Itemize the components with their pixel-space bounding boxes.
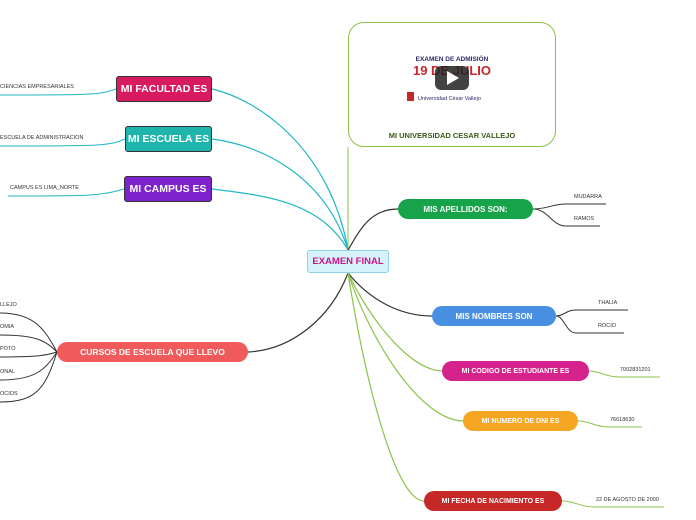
leaf-facultad[interactable]: CIENCIAS EMPRESARIALES — [0, 84, 74, 90]
connector-nombres — [347, 272, 433, 317]
connector-facultad-leaf — [0, 88, 117, 96]
nombres-leaf-connectors — [555, 309, 628, 334]
connector-escuela-leaf — [0, 138, 126, 147]
leaf-nombre-1[interactable]: THALIA — [598, 300, 618, 306]
leaf-apellido-2[interactable]: RAMOS — [574, 216, 595, 222]
node-mi-facultad[interactable]: MI FACULTAD ES — [116, 76, 212, 102]
nacimiento-leaf-connector — [561, 500, 664, 508]
leaf-curso-4[interactable]: ONAL — [0, 369, 15, 375]
play-icon — [435, 66, 469, 90]
connector-campus-leaf — [7, 188, 125, 197]
leaf-dni[interactable]: 76618630 — [610, 417, 635, 423]
apellidos-leaf-connectors — [532, 203, 606, 227]
thumb-logo-text: Universidad César Vallejo — [418, 96, 481, 102]
leaf-escuela[interactable]: ESCUELA DE ADMINISTRACION — [0, 135, 84, 141]
node-mi-escuela[interactable]: MI ESCUELA ES — [125, 126, 212, 152]
connector-cursos — [247, 272, 349, 353]
thumb-title: EXAMEN DE ADMISIÓN — [416, 54, 489, 63]
media-caption: MI UNIVERSIDAD CESAR VALLEJO — [388, 131, 516, 140]
leaf-campus[interactable]: CAMPUS ES LIMA_NORTE — [10, 185, 79, 191]
video-thumbnail[interactable]: EXAMEN DE ADMISIÓN 19 DE JULIO Universid… — [402, 52, 502, 108]
university-logo-icon — [407, 92, 414, 101]
central-topic[interactable]: EXAMEN FINAL — [307, 250, 389, 273]
connector-campus — [211, 188, 349, 251]
leaf-curso-5[interactable]: OCIOS — [0, 391, 18, 397]
node-cursos[interactable]: CURSOS DE ESCUELA QUE LLEVO — [57, 342, 248, 362]
leaf-apellido-1[interactable]: MUDARRA — [574, 194, 602, 200]
leaf-curso-3[interactable]: POTO — [0, 346, 16, 352]
connector-dni — [347, 272, 464, 422]
leaf-curso-1[interactable]: LLEJO — [0, 302, 17, 308]
node-nombres[interactable]: MIS NOMBRES SON — [432, 306, 556, 326]
connector-escuela — [211, 138, 349, 251]
node-mi-campus[interactable]: MI CAMPUS ES — [124, 176, 212, 202]
node-nacimiento[interactable]: MI FECHA DE NACIMIENTO ES — [424, 491, 562, 511]
leaf-nombre-2[interactable]: ROCIO — [598, 323, 617, 329]
codigo-leaf-connector — [588, 370, 660, 378]
leaf-nacimiento[interactable]: 22 DE AGOSTO DE 2000 — [596, 497, 659, 503]
leaf-codigo[interactable]: 7002831201 — [620, 367, 651, 373]
connector-facultad — [211, 88, 349, 251]
node-dni[interactable]: MI NUMERO DE DNI ES — [463, 411, 578, 431]
dni-leaf-connector — [577, 420, 642, 428]
connector-nacimiento — [347, 272, 425, 502]
node-apellidos[interactable]: MIS APELLIDOS SON: — [398, 199, 533, 219]
node-codigo[interactable]: MI CODIGO DE ESTUDIANTE ES — [442, 361, 589, 381]
connector-apellidos — [347, 208, 399, 251]
connector-codigo — [347, 272, 443, 372]
leaf-curso-2[interactable]: OMIA — [0, 324, 15, 330]
cursos-leaf-connectors — [0, 312, 58, 403]
